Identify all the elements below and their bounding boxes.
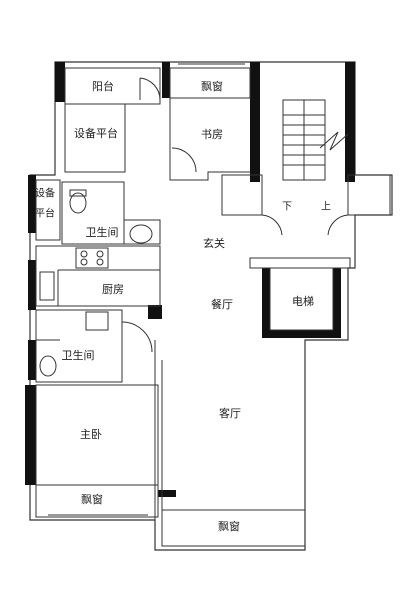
kitchen-sink: [39, 271, 55, 301]
wall-bedroom-stub: [158, 490, 176, 497]
study-walls: [169, 98, 250, 181]
sink-upper: [129, 224, 153, 244]
bay-window-top: [169, 67, 251, 99]
balcony-door-swing: [139, 77, 161, 101]
wall-kitchen-stub: [148, 305, 162, 319]
label-bay-window-top: 飘窗: [201, 80, 223, 93]
label-master-bedroom: 主卧: [80, 428, 102, 441]
label-equipment-platform-side-1: 设备: [35, 188, 55, 200]
label-bay-window-bedroom: 飘窗: [81, 493, 103, 506]
bathroom-upper: [61, 181, 125, 245]
wall-top-mid: [162, 62, 170, 98]
stair-break-line: [319, 131, 349, 151]
right-landing-door: [327, 214, 349, 236]
wall-top-left: [55, 62, 65, 102]
stove: [75, 247, 109, 269]
study-door-swing: [171, 147, 197, 173]
label-equipment-platform-side-2: 平台: [35, 208, 55, 220]
label-elevator: 电梯: [292, 295, 314, 308]
label-bathroom-lower: 卫生间: [61, 349, 95, 362]
label-balcony: 阳台: [92, 80, 114, 93]
label-stair-up: 上: [321, 201, 331, 213]
label-living: 客厅: [219, 407, 241, 420]
bath-door-swing: [121, 321, 153, 353]
toilet-upper: [69, 192, 87, 214]
elevator-wall-left: [262, 268, 270, 338]
bathroom-lower: [35, 309, 123, 383]
label-bay-window-living: 飘窗: [218, 520, 240, 533]
label-equipment-platform-top: 设备平台: [74, 127, 118, 140]
label-stair-down: 下: [282, 201, 292, 213]
elevator-wall-right: [333, 268, 341, 338]
label-bathroom-upper: 卫生间: [85, 226, 119, 239]
sink-lower: [85, 311, 109, 331]
bay-window-bedroom: [35, 484, 159, 518]
wall-left-kitchen: [28, 260, 36, 310]
label-foyer: 玄关: [203, 237, 225, 250]
label-kitchen: 厨房: [102, 283, 124, 296]
left-landing: [221, 174, 263, 216]
right-landing: [347, 174, 391, 216]
left-landing-door: [261, 214, 283, 236]
wall-left-bedroom: [25, 385, 36, 485]
toilet-lower: [39, 355, 57, 377]
wall-left-bath: [28, 340, 36, 380]
label-study: 书房: [201, 128, 223, 141]
wall-top-right: [250, 62, 260, 182]
wall-left-top: [28, 175, 36, 233]
side-equipment-platform: [35, 179, 61, 241]
wall-right-stair: [345, 62, 355, 182]
label-dining: 餐厅: [211, 298, 233, 311]
elevator-wall-bottom: [262, 330, 341, 338]
kitchen-outline: [35, 245, 161, 307]
